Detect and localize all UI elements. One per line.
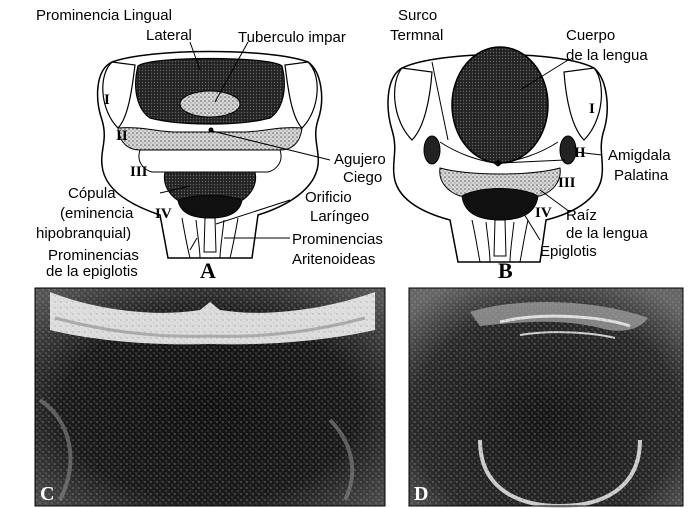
label-raiz-lengua-line2: de la lengua — [566, 225, 648, 242]
panel-a-arch-iv: IV — [155, 206, 172, 222]
label-agujero-ciego-line1: Agujero — [334, 151, 386, 168]
label-cuerpo-lengua-line2: de la lengua — [566, 47, 648, 64]
label-prominencias-epiglotis-line2: de la epiglotis — [46, 263, 138, 280]
label-agujero-ciego-line2: Ciego — [343, 169, 382, 186]
panel-b-arch-i: I — [589, 101, 595, 117]
label-surco-terminal-line1: Surco — [398, 7, 437, 24]
label-cuerpo-lengua-line1: Cuerpo — [566, 27, 615, 44]
label-tuberculo-impar: Tuberculo impar — [238, 29, 346, 46]
label-orificio-laringeo-line2: Laríngeo — [310, 208, 369, 225]
label-amigdala-palatina-line2: Palatina — [614, 167, 669, 184]
panel-d-letter: D — [414, 483, 428, 505]
label-copula-line1: Cópula — [68, 185, 116, 202]
panel-a-arch-ii: II — [116, 128, 128, 144]
label-prominencia-lingual-lateral-line2: Lateral — [146, 27, 192, 44]
label-raiz-lengua-line1: Raíz — [566, 207, 597, 224]
panel-a-letter: A — [200, 258, 216, 283]
label-copula-line2: (eminencia — [60, 205, 134, 222]
panel-b-arch-iii: III — [558, 175, 576, 191]
label-prominencias-aritenoideas-line2: Aritenoideas — [292, 251, 375, 268]
label-orificio-laringeo-line1: Orificio — [305, 189, 352, 206]
label-prominencia-lingual-lateral-line1: Prominencia Lingual — [36, 7, 172, 24]
panel-a-arch-i: I — [104, 92, 110, 108]
label-copula-line3: hipobranquial) — [36, 225, 131, 242]
label-prominencias-aritenoideas-line1: Prominencias — [292, 231, 383, 248]
panel-c-letter: C — [40, 483, 54, 505]
panel-a-drawing — [98, 52, 322, 259]
panel-b-arch-iv: IV — [535, 205, 552, 221]
label-surco-terminal-line2: Termnal — [390, 27, 443, 44]
label-epiglotis: Epiglotis — [540, 243, 597, 260]
label-prominencias-epiglotis-line1: Prominencias — [48, 247, 139, 264]
label-amigdala-palatina-line1: Amigdala — [608, 147, 671, 164]
photo-c — [35, 288, 385, 506]
panel-b-letter: B — [498, 258, 513, 283]
panel-a-arch-iii: III — [130, 164, 148, 180]
photo-d — [409, 288, 683, 506]
